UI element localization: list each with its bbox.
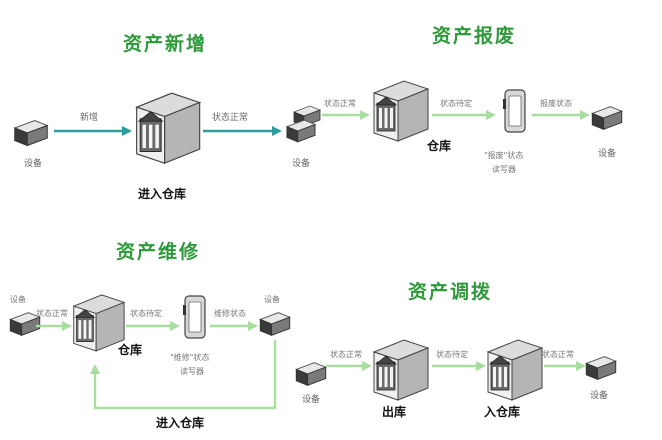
reader-icon — [182, 295, 206, 339]
section-transfer-title: 资产调拨 — [408, 280, 492, 303]
transfer-arrow-1-label: 状态正常 — [330, 349, 362, 359]
section-scrap-title: 资产报废 — [432, 24, 516, 47]
repair-arrow-3-label: 维修状态 — [214, 308, 246, 318]
scrap-arrow-2-label: 状态待定 — [440, 98, 472, 108]
transfer-arrow-2-label: 状态待定 — [436, 349, 468, 359]
warehouse-icon — [487, 339, 543, 401]
transfer-device-in-label: 设备 — [302, 393, 320, 405]
warehouse-icon — [73, 294, 125, 352]
repair-device-in-label: 设备 — [10, 294, 26, 304]
section-add: 资产新增 设备 新增 进入仓库 状态正常 — [14, 32, 282, 201]
repair-arrow-2-label: 状态待定 — [130, 308, 162, 318]
repair-arrow-1-label: 状态正常 — [36, 308, 68, 318]
repair-reader-text-1: "维修"状态 — [170, 352, 209, 362]
scrap-reader-text-1: "报废"状态 — [484, 150, 523, 160]
transfer-arrow-3-label: 状态正常 — [542, 349, 574, 359]
device-icon — [14, 119, 48, 147]
scrap-device-out-label: 设备 — [598, 147, 616, 159]
device-icon — [295, 362, 327, 386]
scrap-warehouse-label: 仓库 — [426, 138, 451, 153]
scrap-reader-text-2: 读写器 — [492, 164, 516, 174]
transfer-warehouse-out-label: 出库 — [382, 404, 406, 419]
repair-return-line — [90, 340, 277, 410]
repair-reader-text-2: 读写器 — [180, 366, 204, 376]
repair-device-out-label: 设备 — [264, 294, 280, 304]
add-arrow-1-label: 新增 — [80, 111, 98, 123]
device-icon — [286, 119, 316, 143]
device-icon — [591, 106, 623, 130]
reader-icon — [502, 89, 526, 133]
section-repair-title: 资产维修 — [116, 240, 200, 263]
add-arrow-2-label: 状态正常 — [212, 111, 248, 123]
add-warehouse-label: 进入仓库 — [138, 186, 186, 201]
section-transfer: 资产调拨 设备 状态正常 出库 状态待定 入仓库 状态正常 设备 — [295, 280, 617, 419]
repair-warehouse-label: 仓库 — [117, 342, 142, 357]
warehouse-icon — [136, 92, 201, 164]
section-scrap: 资产报废 设备 状态正常 仓库 状态待定 "报废"状态 读写器 报废状态 设备 — [286, 24, 623, 174]
add-device-label: 设备 — [24, 157, 42, 169]
scrap-arrow-1-label: 状态正常 — [324, 98, 356, 108]
section-add-title: 资产新增 — [123, 32, 207, 55]
scrap-device-in-label: 设备 — [292, 157, 310, 169]
device-icon — [259, 312, 291, 336]
transfer-device-out-label: 设备 — [590, 389, 608, 401]
section-repair: 资产维修 设备 状态正常 仓库 状态待定 "维修"状态 读写器 维修状态 设备 … — [9, 240, 291, 430]
warehouse-icon — [373, 339, 429, 401]
scrap-arrow-3-label: 报废状态 — [540, 98, 572, 108]
repair-return-label: 进入仓库 — [156, 415, 204, 430]
warehouse-icon — [373, 80, 429, 142]
transfer-warehouse-in-label: 入仓库 — [484, 404, 520, 419]
device-icon — [585, 356, 617, 380]
